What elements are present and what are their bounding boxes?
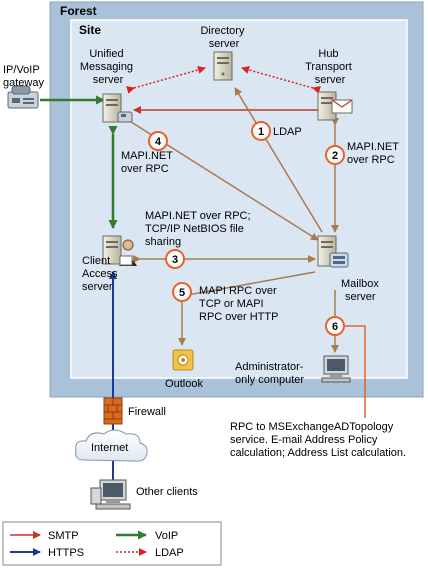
unified-messaging-server-icon (102, 93, 133, 123)
connection-1-badge: 1 (251, 121, 271, 141)
connection-4-badge: 4 (148, 131, 168, 151)
legend-label-https: HTTPS (48, 547, 84, 559)
unified-messaging-label: Unified Messaging server (80, 48, 136, 86)
outlook-icon (172, 349, 194, 371)
other-clients-label: Other clients (136, 486, 198, 498)
legend-item-ldap: LDAP (116, 547, 184, 559)
legend-item-smtp: SMTP (10, 530, 79, 542)
directory-server-icon (213, 51, 233, 81)
connection-6-badge: 6 (325, 316, 345, 336)
connection-6-callout-line (342, 325, 366, 418)
cloud-icon (75, 429, 148, 462)
connection-5-number: 5 (179, 287, 185, 299)
connection-2-badge: 2 (325, 145, 345, 165)
other-clients-icon (90, 479, 131, 510)
connection-4-number: 4 (155, 136, 162, 148)
ipvoip-label: IP/VoIP gateway (3, 64, 44, 89)
legend-label-smtp: SMTP (48, 530, 79, 542)
legend-item-https: HTTPS (10, 547, 84, 559)
legend-label-voip: VoIP (155, 530, 178, 542)
connection-6-label: RPC to MSExchangeADTopology service. E-m… (230, 421, 406, 459)
site-label: Site (79, 23, 101, 37)
admin-label: Administrator- only computer (235, 361, 307, 386)
connection-3-badge: 3 (165, 249, 185, 269)
outlook-label: Outlook (165, 378, 203, 390)
directory-label: Directory server (200, 25, 247, 50)
client-access-server-icon (102, 235, 137, 266)
connection-5-label: MAPI RPC over TCP or MAPI RPC over HTTP (199, 285, 280, 323)
ldap-um-directory-link (126, 66, 206, 94)
legend: SMTP VoIP HTTPS LDAP (2, 521, 222, 566)
hub-transport-label: Hub Transport server (305, 48, 355, 86)
internet-label: Internet (91, 442, 128, 454)
connection-1-number: 1 (258, 126, 264, 138)
connection-2-label: MAPI.NET over RPC (347, 141, 402, 166)
phone-gateway-icon (7, 85, 39, 109)
connection-3-number: 3 (172, 254, 178, 266)
legend-label-ldap: LDAP (155, 547, 184, 559)
connection-5-badge: 5 (172, 282, 192, 302)
connection-1-label: LDAP (273, 126, 302, 138)
firewall-icon (103, 397, 123, 425)
hub-transport-server-icon (317, 91, 353, 121)
forest-label: Forest (60, 4, 97, 18)
client-access-label: Client Access server (82, 255, 121, 293)
connection-3-label: MAPI.NET over RPC; TCP/IP NetBIOS file s… (145, 210, 254, 248)
mailbox-label: Mailbox server (341, 278, 382, 303)
admin-computer-icon (321, 355, 351, 383)
connection-2-number: 2 (332, 150, 338, 162)
um-ca-connection-label: MAPI.NET over RPC (121, 150, 176, 175)
mailbox-server-icon (317, 235, 349, 268)
legend-box (2, 521, 222, 566)
ldap-hub-directory-link (241, 66, 321, 94)
legend-item-voip: VoIP (116, 530, 178, 542)
connection-6-number: 6 (332, 321, 338, 333)
firewall-label: Firewall (128, 406, 166, 418)
